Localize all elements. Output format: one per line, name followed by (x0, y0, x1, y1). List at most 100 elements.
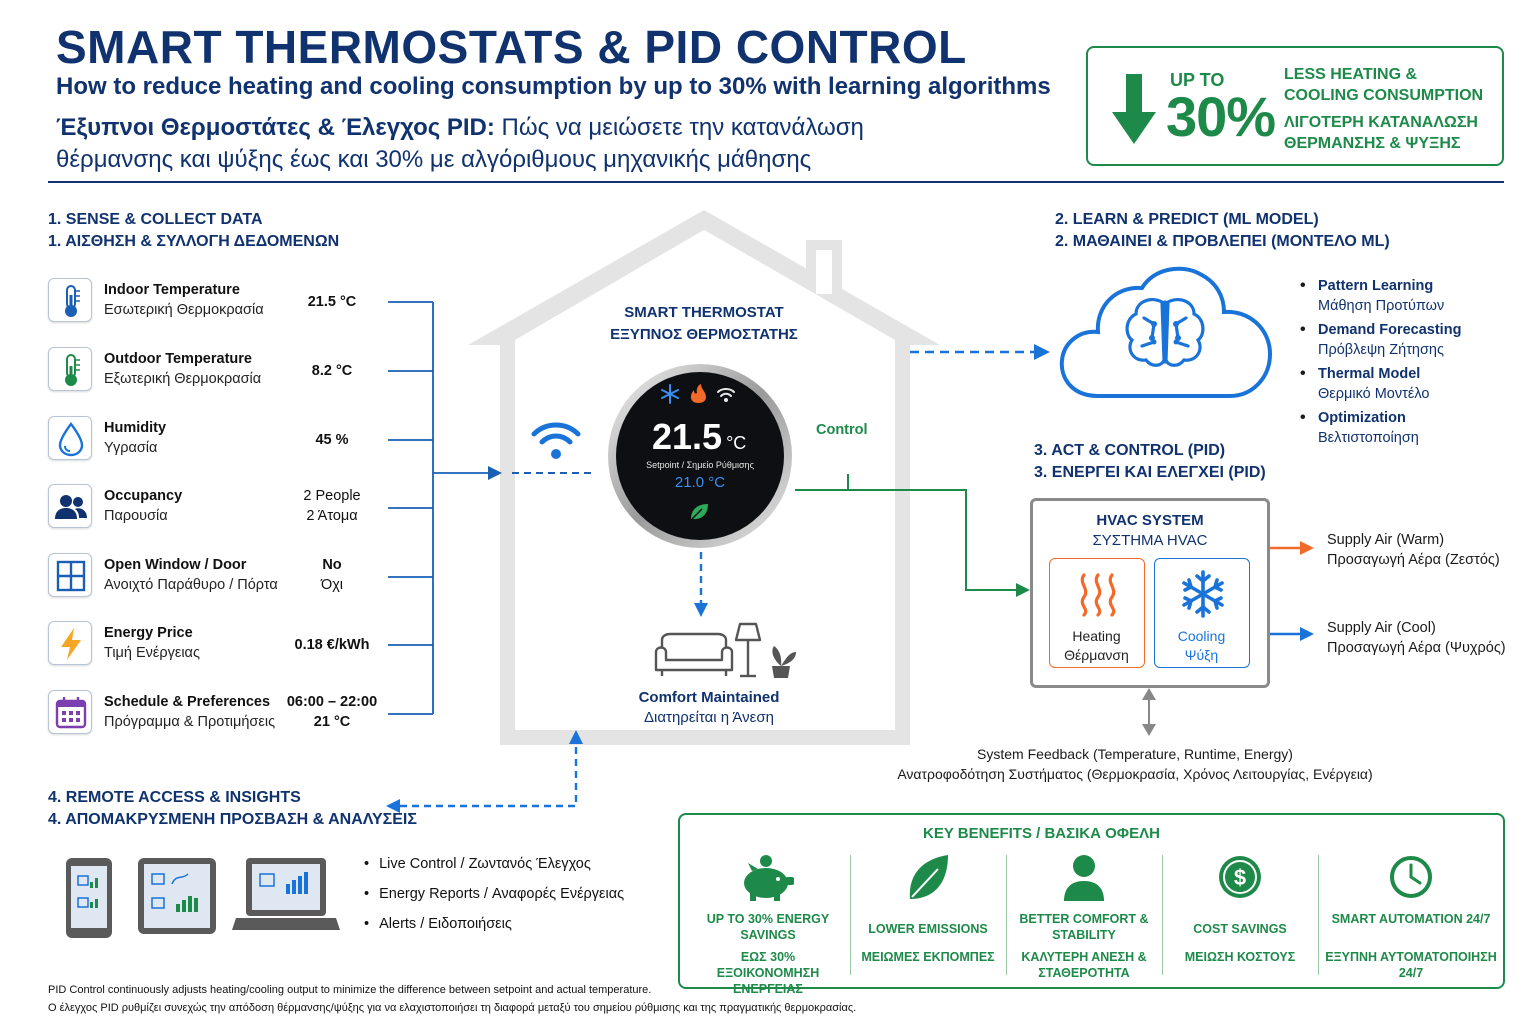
savings-badge: UP TO 30% LESS HEATING & COOLING CONSUMP… (1086, 46, 1504, 166)
eco-leaf-icon (691, 504, 708, 520)
benefit-gr: ΜΕΙΩΜΕΣ ΕΚΠΟΜΠΕΣ (861, 950, 995, 964)
thermostat-title: SMART THERMOSTAT ΕΞΥΠΝΟΣ ΘΕΡΜΟΣΤΑΤΗΣ (584, 302, 824, 346)
feedback-en: System Feedback (Temperature, Runtime, E… (977, 746, 1293, 762)
wifi-icon (531, 422, 581, 459)
key-benefits-title: KEY BENEFITS / ΒΑΣΙΚΑ ΟΦΕΛΗ (923, 825, 1160, 842)
remote-heading-gr: 4. ΑΠΟΜΑΚΡΥΣΜΕΝΗ ΠΡΟΣΒΑΣΗ & ΑΝΑΛΥΣΕΙΣ (48, 811, 417, 828)
benefit-gr: ΜΕΙΩΣΗ ΚΟΣΤΟΥΣ (1184, 950, 1296, 964)
flame-icon (690, 384, 706, 403)
footer-en: PID Control continuously adjusts heating… (48, 984, 652, 996)
cooling-label: Cooling Ψύξη (1155, 627, 1248, 665)
supply-air-cool: Supply Air (Cool) Προσαγωγή Αέρα (Ψυχρός… (1327, 618, 1506, 658)
benefit-en: LOWER EMISSIONS (868, 922, 988, 936)
sense-label-en: Indoor Temperature (104, 282, 240, 298)
badge-en-line1: LESS HEATING & (1284, 66, 1418, 83)
supply-warm-gr: Προσαγωγή Αέρα (Ζεστός) (1327, 552, 1500, 568)
comfort-text: Comfort Maintained Διατηρείται η Άνεση (600, 688, 818, 728)
piggy-bank-icon (744, 855, 794, 901)
thermostat-temp-value: 21.5 (652, 416, 723, 457)
learn-item-gr: Μάθηση Προτύπων (1318, 298, 1445, 314)
cooling-en: Cooling (1177, 628, 1226, 644)
remote-item-alerts[interactable]: • Alerts / Ειδοποιήσεις (364, 916, 512, 932)
cloud-brain-icon (1059, 266, 1273, 398)
heating-card[interactable]: Heating Θέρμανση (1049, 558, 1145, 668)
subtitle-greek-bold: Έξυπνοι Θερμοστάτες & Έλεγχος PID: (56, 114, 495, 141)
footer-gr: Ο έλεγχος PID ρυθμίζει συνεχώς την απόδο… (48, 1002, 857, 1014)
thermostat-mode-icons (661, 384, 735, 404)
sense-label-gr: Εσωτερική Θερμοκρασία (104, 302, 264, 318)
control-label: Control (816, 422, 868, 438)
badge-percent: 30% (1166, 85, 1276, 148)
sense-value: 21.5 °C (307, 294, 357, 310)
learn-item-gr: Πρόβλεψη Ζήτησης (1318, 342, 1444, 358)
coin-icon: $ (1219, 856, 1261, 898)
sense-label-gr: Εξωτερική Θερμοκρασία (104, 371, 262, 387)
comfort-en: Comfort Maintained (638, 689, 780, 706)
sense-heading-en: 1. SENSE & COLLECT DATA (48, 211, 263, 228)
wifi-small-icon (717, 388, 735, 397)
act-heading-en: 3. ACT & CONTROL (PID) (1034, 442, 1226, 459)
heating-label: Heating Θέρμανση (1050, 627, 1143, 665)
hvac-title-en: HVAC SYSTEM (1096, 512, 1204, 529)
learn-item-en: Thermal Model (1318, 366, 1421, 382)
people-icon (48, 484, 92, 528)
hvac-system-box: HVAC SYSTEM ΣΥΣΤΗΜΑ HVAC Heating Θέρμανσ… (1030, 498, 1270, 688)
thermostat-dial[interactable] (602, 362, 798, 552)
thermostat-temp: 21.5°C (652, 416, 746, 458)
key-benefits-box: KEY BENEFITS / ΒΑΣΙΚΑ ΟΦΕΛΗ UP TO 30% EN… (678, 813, 1505, 996)
badge-gr-line1: ΛΙΓΟΤΕΡΗ ΚΑΤΑΝΑΛΩΣΗ (1284, 114, 1478, 131)
benefit-gr: ΕΩΣ 30% ΕΞΟΙΚΟΝΟΜΗΣΗ ΕΝΕΡΓΕΙΑΣ (716, 950, 820, 996)
feedback-gr: Ανατροφοδότηση Συστήματος (Θερμοκρασία, … (897, 766, 1373, 782)
sense-value-gr: 21 °C (313, 714, 351, 730)
remote-list: • Live Control / Ζωντανός Έλεγχος • Ener… (364, 856, 624, 946)
cooling-card[interactable]: Cooling Ψύξη (1154, 558, 1250, 668)
comfort-gr: Διατηρείται η Άνεση (644, 709, 774, 726)
down-arrow-icon (1112, 74, 1156, 144)
benefits-divider (1318, 855, 1319, 975)
sense-label-en: Open Window / Door (104, 557, 247, 573)
subtitle-greek: Έξυπνοι Θερμοστάτες & Έλεγχος PID: Πώς ν… (56, 112, 1056, 176)
sense-heading: 1. SENSE & COLLECT DATA 1. ΑΙΣΘΗΣΗ & ΣΥΛ… (48, 209, 339, 253)
benefit-en: UP TO 30% ENERGY SAVINGS (706, 912, 830, 942)
thermostat-temp-unit: °C (726, 433, 747, 453)
sense-label-gr: Παρουσία (104, 508, 168, 524)
devices-icon (66, 858, 340, 938)
sense-label-gr: Τιμή Ενέργειας (104, 645, 200, 661)
remote-heading-en: 4. REMOTE ACCESS & INSIGHTS (48, 789, 301, 806)
sense-label-en: Occupancy (104, 488, 183, 504)
setpoint-value: 21.0 °C (674, 474, 726, 491)
hvac-title: HVAC SYSTEM ΣΥΣΤΗΜΑ HVAC (1033, 511, 1267, 551)
supply-air-warm: Supply Air (Warm) Προσαγωγή Αέρα (Ζεστός… (1327, 530, 1500, 570)
remote-item-live-control[interactable]: • Live Control / Ζωντανός Έλεγχος (364, 856, 591, 872)
snowflake-icon (1182, 570, 1224, 618)
sense-label-en: Energy Price (104, 625, 193, 641)
remote-item-energy-reports[interactable]: • Energy Reports / Αναφορές Ενέργειας (364, 886, 625, 902)
page-title: SMART THERMOSTATS & PID CONTROL (56, 21, 967, 73)
sense-label-en: Outdoor Temperature (104, 351, 252, 367)
benefit-gr: ΚΑΛΥΤΕΡΗ ΑΝΕΣΗ & ΣΤΑΘΕΡΟΤΗΤΑ (1021, 950, 1147, 980)
tablet-icon (138, 858, 216, 934)
header-divider (48, 181, 1504, 183)
heating-gr: Θέρμανση (1064, 647, 1129, 663)
remote-item-label: Energy Reports / Αναφορές Ενέργειας (379, 886, 625, 902)
remote-item-label: Alerts / Ειδοποιήσεις (379, 916, 512, 932)
thermostat-title-en: SMART THERMOSTAT (624, 304, 784, 321)
sense-value: 0.18 €/kWh (294, 637, 370, 653)
sense-label-en: Schedule & Preferences (104, 694, 271, 710)
supply-warm-en: Supply Air (Warm) (1327, 532, 1445, 548)
phone-icon (66, 858, 112, 938)
calendar-icon (48, 690, 92, 734)
learn-item-gr: Βελτιστοποίηση (1318, 430, 1419, 446)
learn-item-en: Optimization (1318, 410, 1406, 426)
droplet-icon (48, 416, 92, 460)
leaf-icon (909, 855, 948, 899)
sense-label-gr: Υγρασία (104, 440, 158, 456)
sense-value: 8.2 °C (311, 363, 353, 379)
badge-gr-text: ΛΙΓΟΤΕΡΗ ΚΑΤΑΝΑΛΩΣΗ ΘΕΡΜΑΝΣΗΣ & ΨΥΞΗΣ (1284, 112, 1478, 154)
hvac-title-gr: ΣΥΣΤΗΜΑ HVAC (1092, 532, 1208, 549)
sense-label-gr: Ανοιχτό Παράθυρο / Πόρτα (104, 577, 278, 593)
benefit-en: COST SAVINGS (1193, 922, 1287, 936)
sense-label-en: Humidity (104, 420, 167, 436)
learn-item-en: Pattern Learning (1318, 278, 1434, 294)
sense-value: 45 % (315, 432, 349, 448)
